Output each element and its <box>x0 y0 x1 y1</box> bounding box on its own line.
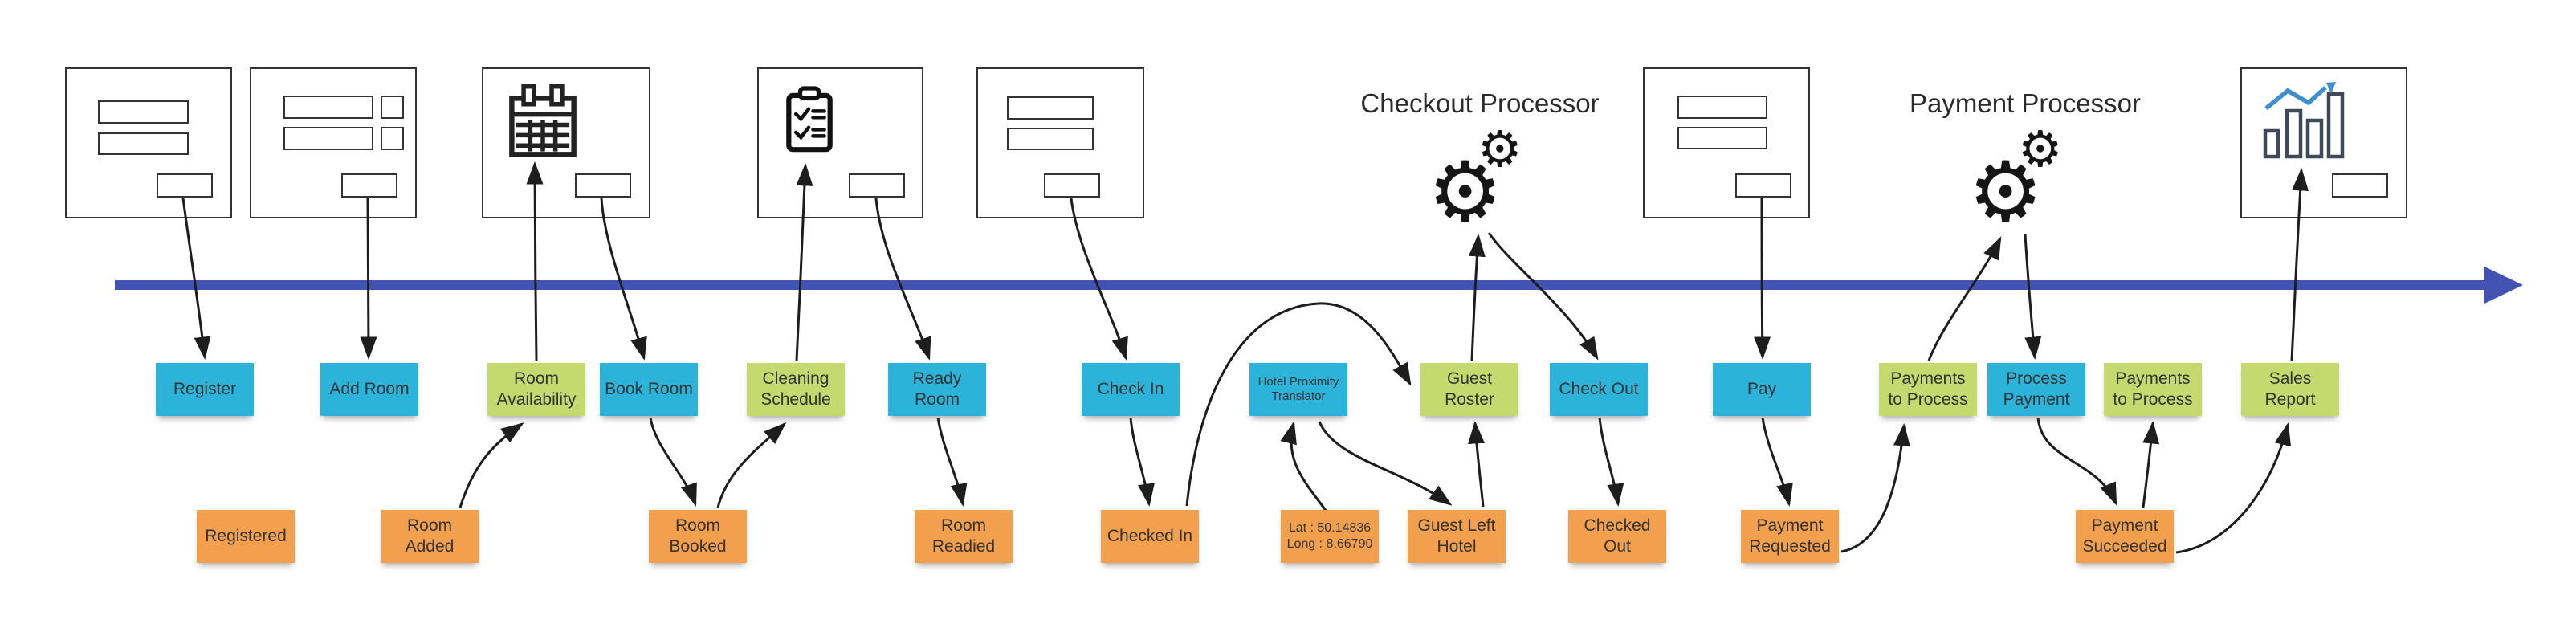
note-guest-roster[interactable]: Guest Roster <box>1420 363 1518 416</box>
wireframe-cleaning-checklist[interactable] <box>757 67 923 218</box>
payment-processor-label: Payment Processor <box>1910 88 2141 118</box>
note-payment-succeeded[interactable]: Payment Succeeded <box>2076 510 2174 563</box>
note-room-added[interactable]: Room Added <box>381 510 479 563</box>
wireframe-pay-form[interactable] <box>1643 67 1810 218</box>
note-process-payment[interactable]: Process Payment <box>1987 363 2085 416</box>
input-field-mock <box>1007 96 1094 120</box>
input-field-mock <box>283 96 373 119</box>
gear-icon: ⚙ <box>1968 146 2044 239</box>
note-book-room[interactable]: Book Room <box>600 363 698 416</box>
note-ready-room[interactable]: Ready Room <box>888 363 986 416</box>
button-mock <box>157 173 213 198</box>
input-field-mock <box>1677 96 1767 119</box>
note-checked-in[interactable]: Checked In <box>1101 510 1199 563</box>
wireframe-add-room-form[interactable] <box>250 67 417 218</box>
small-box-mock <box>381 127 404 150</box>
timeline-arrow <box>115 280 2485 290</box>
note-registered[interactable]: Registered <box>197 510 295 563</box>
wireframe-checkin-form[interactable] <box>976 67 1144 218</box>
note-payments-to-process[interactable]: Payments to Process <box>2104 363 2202 416</box>
wireframe-register-form[interactable] <box>65 67 232 218</box>
note-check-out[interactable]: Check Out <box>1550 363 1648 416</box>
note-room-readied[interactable]: Room Readied <box>915 510 1013 563</box>
note-register[interactable]: Register <box>156 363 254 416</box>
input-field-mock <box>1007 128 1094 150</box>
button-mock <box>1044 173 1100 198</box>
note-payment-requested[interactable]: Payment Requested <box>1741 510 1839 563</box>
button-mock <box>341 173 397 198</box>
note-cleaning-schedule[interactable]: Cleaning Schedule <box>747 363 845 416</box>
note-check-in[interactable]: Check In <box>1082 363 1180 416</box>
note-guest-left-hotel[interactable]: Guest Left Hotel <box>1408 510 1506 563</box>
gear-icon: ⚙ <box>1428 146 1503 239</box>
note-lat-long[interactable]: Lat : 50.14836 Long : 8.66790 <box>1281 510 1379 563</box>
note-checked-out[interactable]: Checked Out <box>1568 510 1666 563</box>
payment-processor-gears-icon[interactable]: ⚙ ⚙ <box>1968 125 2073 251</box>
timeline-arrowhead-icon <box>2484 267 2523 304</box>
note-room-availability[interactable]: Room Availability <box>487 363 585 416</box>
note-hotel-proximity-translator[interactable]: Hotel Proximity Translator <box>1249 363 1347 416</box>
checkout-processor-label: Checkout Processor <box>1360 88 1600 118</box>
bar-chart-trend-icon <box>2263 82 2345 159</box>
button-mock <box>1735 173 1791 198</box>
input-field-mock <box>98 100 189 124</box>
calendar-icon <box>509 84 577 157</box>
note-add-room[interactable]: Add Room <box>320 363 418 416</box>
checkout-processor-gears-icon[interactable]: ⚙ ⚙ <box>1428 125 1532 251</box>
note-room-booked[interactable]: Room Booked <box>649 510 747 563</box>
button-mock <box>2332 173 2388 198</box>
small-box-mock <box>381 96 404 119</box>
gear-icon: ⚙ <box>2018 122 2063 177</box>
note-pay[interactable]: Pay <box>1713 363 1811 416</box>
wireframe-availability-calendar[interactable] <box>482 67 650 218</box>
note-sales-report[interactable]: Sales Report <box>2241 363 2339 416</box>
wireframe-sales-report[interactable] <box>2240 67 2407 218</box>
button-mock <box>575 173 631 198</box>
input-field-mock <box>283 127 373 150</box>
input-field-mock <box>98 132 189 155</box>
note-payments-to-process[interactable]: Payments to Process <box>1879 363 1977 416</box>
gear-icon: ⚙ <box>1478 122 1522 177</box>
input-field-mock <box>1677 127 1767 149</box>
checklist-clipboard-icon <box>786 86 833 153</box>
button-mock <box>849 173 905 198</box>
